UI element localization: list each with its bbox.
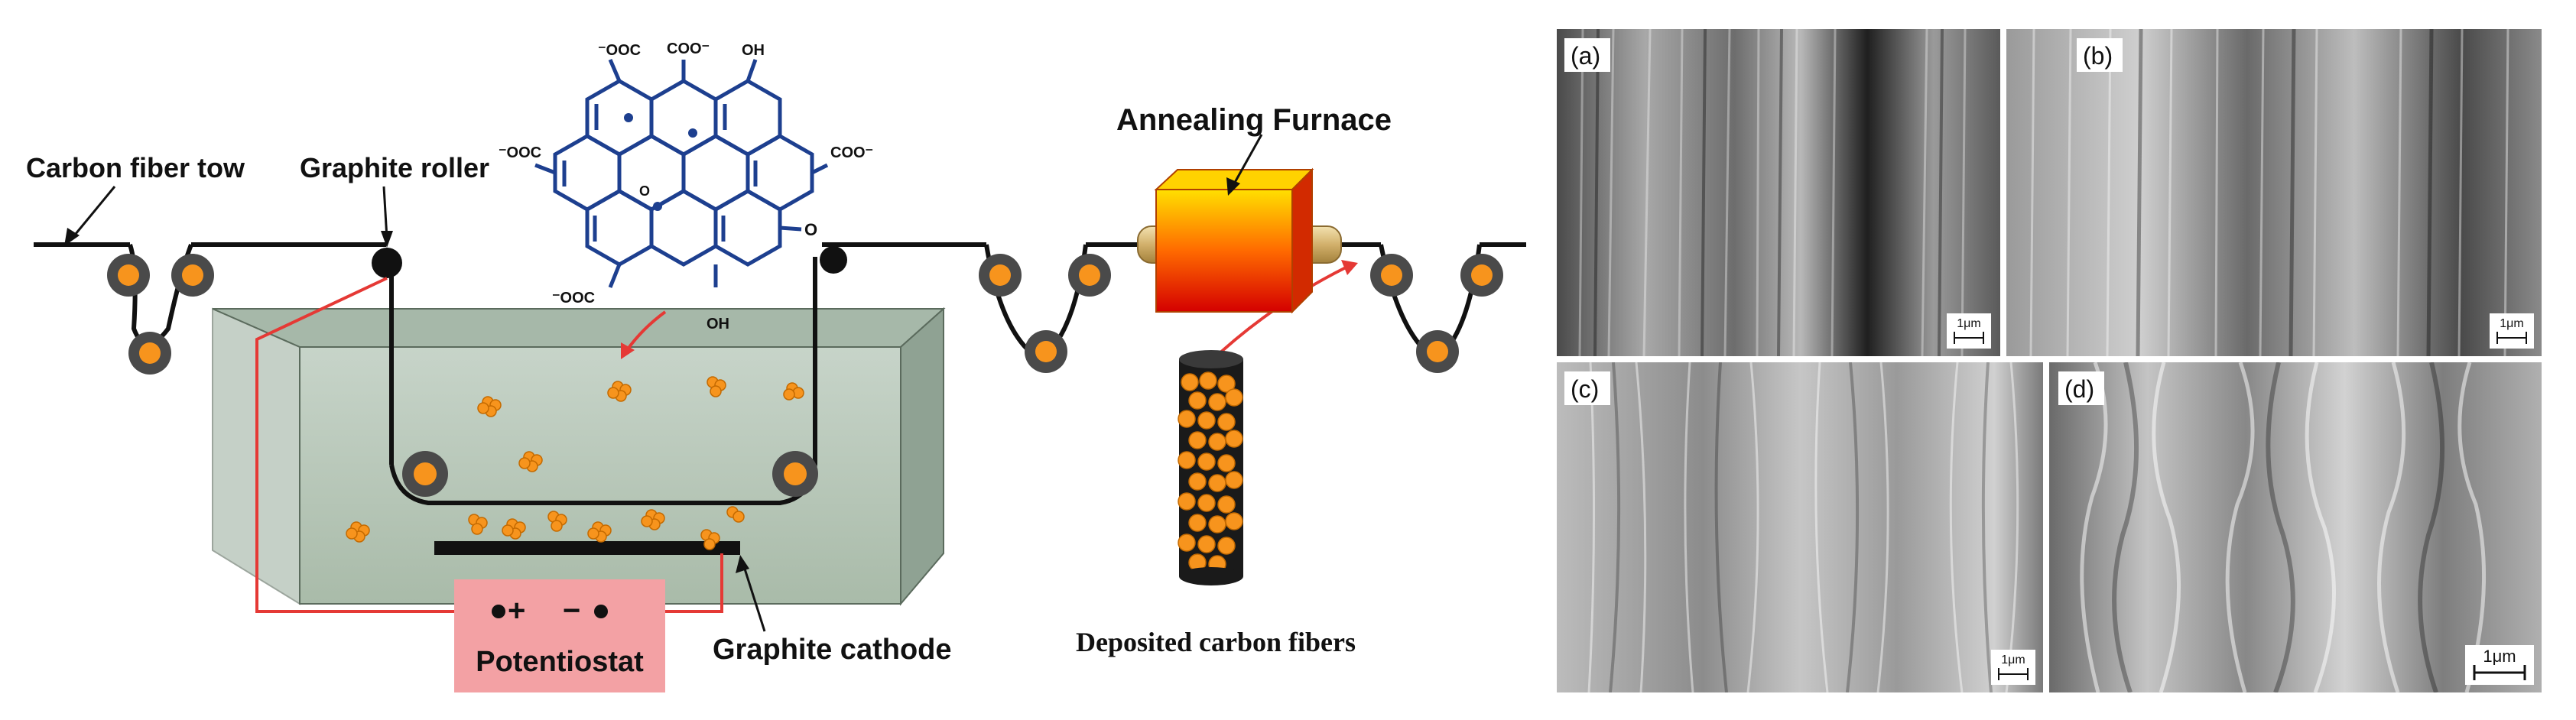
- positive-terminal: [492, 605, 505, 618]
- molecule-dot: [624, 113, 633, 122]
- roller: [171, 254, 214, 297]
- roller: [107, 254, 150, 297]
- particle-cluster: [707, 376, 726, 397]
- roller: [1370, 254, 1413, 297]
- potentiostat: + − Potentiostat: [454, 579, 665, 692]
- roller: [1068, 254, 1111, 297]
- particle-cluster: [468, 514, 488, 535]
- sem-panel-c-tag: (c): [1571, 375, 1599, 403]
- potentiostat-box: [454, 579, 665, 692]
- graphite-roller: [372, 248, 402, 278]
- potentiostat-label: Potentiostat: [476, 646, 644, 678]
- furnace-front: [1155, 189, 1293, 313]
- sem-panel-d: [2049, 362, 2542, 692]
- sem-panel-a-tag: (a): [1571, 42, 1600, 70]
- particle-cluster: [502, 518, 526, 540]
- annealing-furnace: Annealing Furnace: [1116, 103, 1392, 314]
- particle-cluster: [641, 509, 665, 530]
- furnace-label-arrow: [1231, 134, 1263, 187]
- particle-cluster: [726, 506, 745, 523]
- particle-cluster: [700, 529, 720, 550]
- fg-oh-top: OH: [742, 42, 765, 59]
- roller: [1025, 330, 1067, 373]
- molecule-dot: [688, 128, 697, 138]
- fg-epoxy-o: O: [639, 183, 650, 199]
- bath-side-face: [900, 306, 944, 606]
- deposited-fiber-cylinder: [1178, 350, 1243, 585]
- bath-top-face: [212, 308, 946, 348]
- particle-cluster: [587, 521, 612, 543]
- sem-panel-d-tag-bg: [2058, 371, 2104, 405]
- fg-coo-top-left: ⁻OOC: [598, 42, 641, 59]
- roller: [1416, 330, 1459, 373]
- graphite-cathode-label: Graphite cathode: [713, 634, 952, 666]
- carbon-fiber-tow-label: Carbon fiber tow: [26, 152, 245, 183]
- sem-panel-b-scale: 1μm: [2500, 317, 2523, 330]
- tow-entry-roller: [820, 246, 847, 274]
- coating-particles: [1178, 371, 1243, 573]
- sem-panel-a-scale: 1μm: [1957, 317, 1980, 330]
- sem-panel-a-tag-bg: [1564, 38, 1610, 72]
- negative-terminal: [594, 605, 608, 618]
- sem-panel-c: [1557, 362, 2043, 692]
- schematic-labels: Carbon fiber tow Graphite roller Graphit…: [26, 152, 1356, 666]
- particle-cluster: [547, 511, 567, 532]
- particle-cluster: [518, 451, 543, 472]
- graphene-oxide-structure: [534, 59, 829, 288]
- roller: [402, 451, 448, 497]
- annealing-furnace-label: Annealing Furnace: [1116, 103, 1392, 137]
- graphite-roller-pointer: [382, 186, 388, 239]
- minus-sign: −: [563, 594, 580, 628]
- particle-cluster: [607, 381, 632, 402]
- sem-panel-b-tag-bg: [2077, 38, 2123, 72]
- graphite-cathode-pointer: [742, 563, 766, 632]
- sem-panel-b-tag: (b): [2083, 42, 2113, 70]
- sem-panel-a: [1557, 29, 2000, 356]
- graphite-cathode-bar: [434, 541, 740, 555]
- functional-group-labels: ⁻OOC COO⁻ OH ⁻OOC COO⁻ O ⁻OOC OH O: [499, 41, 873, 332]
- molecule-dot: [653, 202, 662, 211]
- plus-sign: +: [508, 594, 525, 628]
- sem-panel-b: [2006, 29, 2542, 356]
- sem-panel-c-scale-bar: [1998, 668, 2029, 680]
- sem-panel-d-scale-bg: [2465, 645, 2534, 685]
- graphite-roller-label: Graphite roller: [300, 152, 489, 183]
- deposited-fibers-label: Deposited carbon fibers: [1076, 627, 1356, 657]
- sem-panel-d-scale-bar: [2473, 665, 2526, 680]
- sem-panel-a-scale-bar: [1954, 332, 1984, 344]
- fiber-bottom-end: [1179, 567, 1243, 585]
- particle-cluster: [346, 521, 370, 543]
- guide-rollers: [107, 246, 1503, 497]
- fg-coo-top-mid: COO⁻: [667, 41, 710, 57]
- fiber-top-end: [1179, 350, 1243, 368]
- roller: [128, 332, 171, 375]
- roller: [772, 451, 818, 497]
- deposition-arrow: [625, 310, 667, 352]
- fg-oh-bottom: OH: [707, 316, 729, 332]
- fg-coo-bottom-left: ⁻OOC: [552, 290, 595, 306]
- electrolyte-bath: [212, 306, 946, 606]
- sem-panel-d-scale: 1μm: [2483, 647, 2516, 666]
- particle-cluster: [477, 396, 502, 417]
- fg-keto-o: O: [804, 220, 817, 239]
- roller: [1460, 254, 1503, 297]
- furnace-side: [1291, 167, 1313, 314]
- sem-panel-d-tag: (d): [2064, 375, 2094, 403]
- go-particles: [346, 376, 804, 550]
- sem-panel-c-tag-bg: [1564, 371, 1610, 405]
- sem-panel-c-scale: 1μm: [2001, 654, 2025, 666]
- carbon-fiber-tow-pointer: [70, 186, 116, 239]
- sem-panel-b-scale-bar: [2496, 332, 2527, 344]
- particle-cluster: [783, 382, 804, 401]
- fg-coo-left: ⁻OOC: [499, 144, 541, 161]
- fg-coo-right: COO⁻: [830, 144, 873, 161]
- sem-image-grid: (a) 1μm (b) 1μm: [1557, 29, 2542, 692]
- roller: [979, 254, 1022, 297]
